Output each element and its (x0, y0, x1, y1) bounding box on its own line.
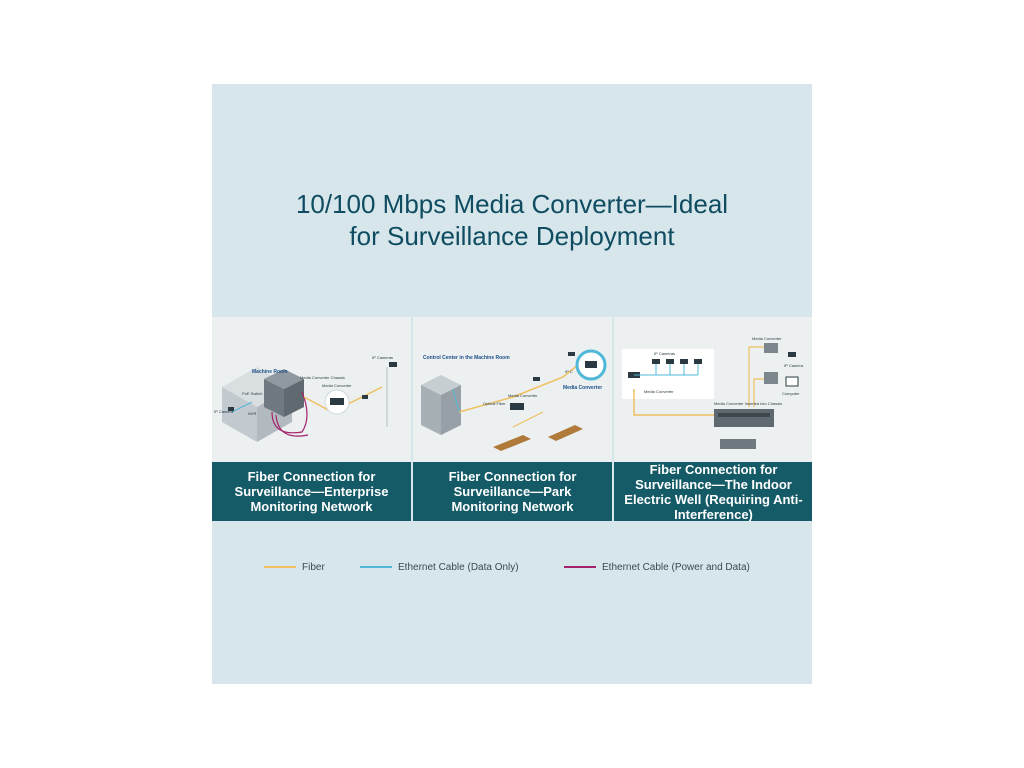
label-media-converter: Media Converter (322, 383, 352, 388)
electric-well-illustration: IP Cameras Media Converter Media Convert… (614, 317, 812, 462)
label-ip-camera: IP Camera (784, 363, 804, 368)
camera-icon (228, 362, 397, 411)
label-media-converter: Media Converter (508, 393, 538, 398)
computer-icon (785, 376, 799, 387)
label-inserted-chassis: Media Converter Inserted into Chassis (714, 401, 782, 406)
panel-caption: Fiber Connection for Surveillance—Enterp… (212, 462, 411, 521)
title-line-1: 10/100 Mbps Media Converter—Ideal (295, 189, 729, 219)
park-network-scene: Control Center in the Machine Room Optic… (413, 317, 612, 462)
label-nvr: NVR (248, 411, 257, 416)
label-ip-cameras: IP Cameras (654, 351, 675, 356)
page-title: 10/100 Mbps Media Converter—Ideal for Su… (212, 188, 812, 252)
label-computer: Computer (782, 391, 800, 396)
label-ip-camera: IP Camera (214, 409, 234, 414)
label-machine-room: Machine Room (252, 369, 288, 375)
media-converter-icon (324, 389, 350, 415)
legend-item-fiber: Fiber (264, 558, 325, 576)
camera-icon (533, 352, 575, 381)
enterprise-network-illustration: Machine Room Media Converter Chassis PoE… (212, 317, 411, 462)
legend-label: Fiber (302, 561, 325, 573)
title-line-2: for Surveillance Deployment (349, 221, 675, 251)
fiber-line-swatch (264, 566, 296, 568)
label-poe-switch: PoE Switch (242, 391, 262, 396)
panel-caption: Fiber Connection for Surveillance—The In… (614, 462, 812, 522)
server-rack-icon (421, 375, 461, 435)
label-control-center: Control Center in the Machine Room (423, 355, 510, 361)
panel-park: Control Center in the Machine Room Optic… (413, 317, 612, 521)
camera-icon (652, 352, 796, 364)
bench-icon (493, 425, 583, 451)
legend-label: Ethernet Cable (Data Only) (398, 561, 519, 573)
label-media-converter-top: Media Converter (752, 336, 782, 341)
label-optical-fiber: Optical Fiber (483, 401, 506, 406)
label-ip-c: IP C (565, 369, 573, 374)
electric-well-scene: IP Cameras Media Converter Media Convert… (614, 317, 812, 462)
legend-label: Ethernet Cable (Power and Data) (602, 561, 750, 573)
label-chassis: Media Converter Chassis (300, 375, 345, 380)
enterprise-network-scene: Machine Room Media Converter Chassis PoE… (212, 317, 411, 462)
legend: Fiber Ethernet Cable (Data Only) Etherne… (212, 558, 812, 576)
label-ip-cameras: IP Cameras (372, 355, 393, 360)
panel-electric-well: IP Cameras Media Converter Media Convert… (614, 317, 812, 522)
park-network-illustration: Control Center in the Machine Room Optic… (413, 317, 612, 462)
panel-enterprise: Machine Room Media Converter Chassis PoE… (212, 317, 411, 521)
label-media-converter: Media Converter (644, 389, 674, 394)
media-converter-icon (510, 349, 607, 410)
legend-item-ethernet-poe: Ethernet Cable (Power and Data) (564, 558, 750, 576)
infographic-card: 10/100 Mbps Media Converter—Ideal for Su… (212, 84, 812, 684)
legend-item-ethernet-data: Ethernet Cable (Data Only) (360, 558, 519, 576)
server-rack-icon (264, 369, 304, 417)
ethernet-poe-line-swatch (564, 566, 596, 568)
label-media-converter-2: Media Converter (563, 385, 602, 391)
panel-caption: Fiber Connection for Surveillance—Park M… (413, 462, 612, 521)
ethernet-data-line-swatch (360, 566, 392, 568)
chassis-icon (714, 409, 774, 449)
